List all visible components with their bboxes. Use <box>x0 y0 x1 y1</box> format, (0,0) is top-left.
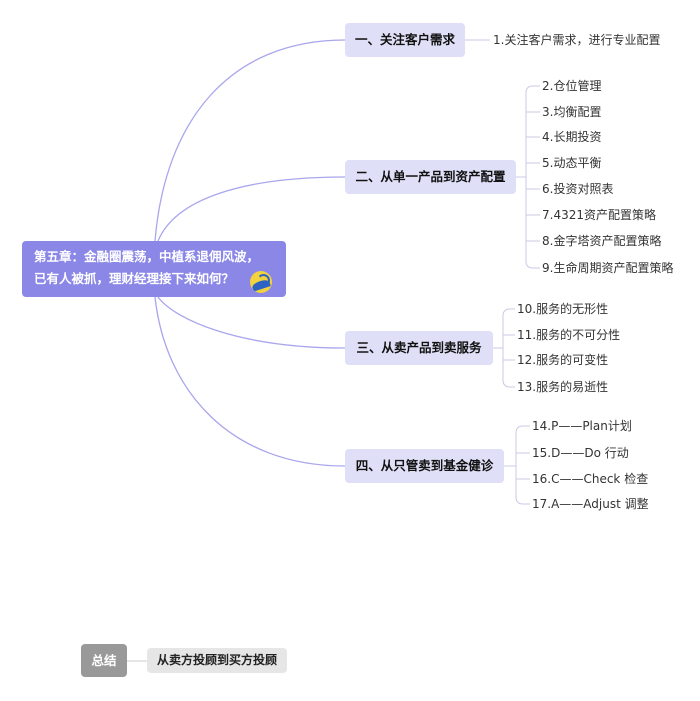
branch-1: 一、关注客户需求 <box>345 23 465 57</box>
summary-leaf: 从卖方投顾到买方投顾 <box>147 648 288 673</box>
leaf-17: 17.A——Adjust 调整 <box>532 497 649 511</box>
branch-3: 三、从卖产品到卖服务 <box>345 331 493 365</box>
branch-2: 二、从单一产品到资产配置 <box>345 160 516 194</box>
leaf-15: 15.D——Do 行动 <box>532 446 629 460</box>
leaf-13: 13.服务的易逝性 <box>517 380 609 394</box>
round-logo-icon <box>250 271 272 293</box>
leaf-1: 1.关注客户需求，进行专业配置 <box>493 33 661 47</box>
leaf-3: 3.均衡配置 <box>542 105 602 119</box>
leaf-6: 6.投资对照表 <box>542 182 614 196</box>
summary-topic: 总结 <box>81 644 127 677</box>
leaf-4: 4.长期投资 <box>542 130 602 144</box>
leaf-7: 7.4321资产配置策略 <box>542 208 656 222</box>
leaf-11: 11.服务的不可分性 <box>517 328 621 342</box>
leaf-14: 14.P——Plan计划 <box>532 419 632 433</box>
leaf-16: 16.C——Check 检查 <box>532 472 649 486</box>
leaf-5: 5.动态平衡 <box>542 156 602 170</box>
leaf-10: 10.服务的无形性 <box>517 302 609 316</box>
leaf-12: 12.服务的可变性 <box>517 353 609 367</box>
branch-4: 四、从只管卖到基金健诊 <box>345 449 504 483</box>
leaf-8: 8.金字塔资产配置策略 <box>542 234 662 248</box>
root-title-line-2: 已有人被抓，理财经理接下来如何？ <box>34 271 235 286</box>
root-topic: 第五章：金融圈震荡，中植系退佣风波， 已有人被抓，理财经理接下来如何？ <box>22 241 286 297</box>
leaf-2: 2.仓位管理 <box>542 79 602 93</box>
leaf-9: 9.生命周期资产配置策略 <box>542 261 674 275</box>
root-title-line-1: 第五章：金融圈震荡，中植系退佣风波， <box>34 249 260 264</box>
